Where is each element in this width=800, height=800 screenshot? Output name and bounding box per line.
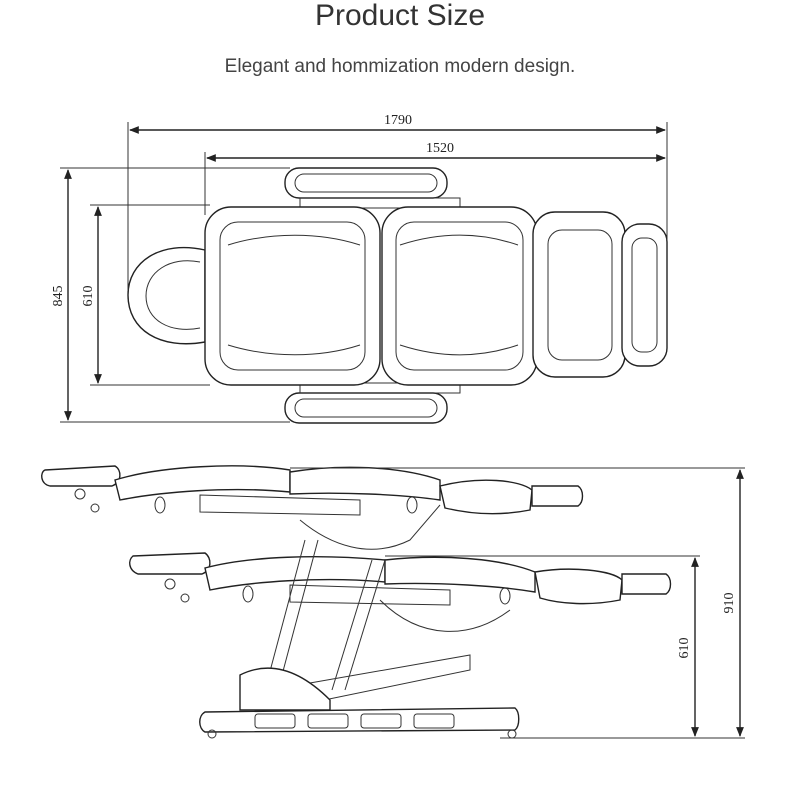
dim-top-body-length: 1520 <box>426 141 454 156</box>
dim-side-min-height: 610 <box>677 638 692 659</box>
top-view-drawing <box>127 167 668 424</box>
side-dimensions <box>290 467 745 739</box>
dim-top-total-width: 845 <box>51 286 66 307</box>
side-view-raised <box>41 465 584 550</box>
page-title: Product Size <box>306 0 494 34</box>
side-view-lowered <box>129 539 672 739</box>
page-title-text: Product Size <box>314 0 486 32</box>
dim-side-max-height: 910 <box>722 593 737 614</box>
page-subtitle: Elegant and hommization modern design. <box>224 56 576 77</box>
dim-top-total-length: 1790 <box>384 113 412 128</box>
top-dimensions <box>60 122 668 423</box>
title-area: Product Size <box>0 0 800 34</box>
dim-top-seat-width: 610 <box>81 286 96 307</box>
